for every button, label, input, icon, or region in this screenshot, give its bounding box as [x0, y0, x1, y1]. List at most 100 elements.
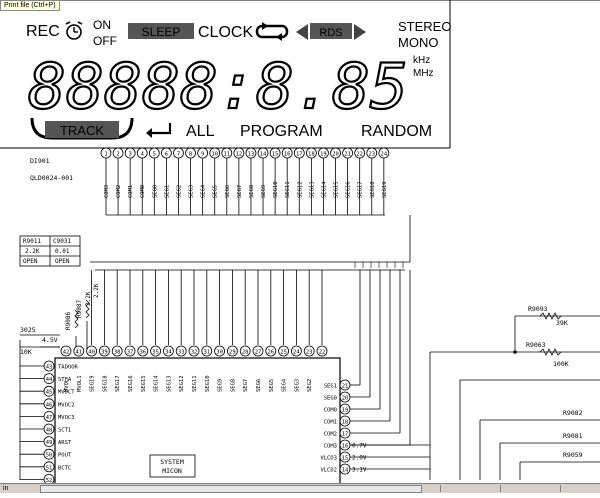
mcu-pin-number: 42: [63, 350, 70, 356]
rec-label: REC: [26, 23, 60, 40]
mcu-pin-label: SEG2: [307, 379, 313, 392]
module-pin-label: SEG14: [321, 181, 327, 198]
mcu-pin-label: COM3: [324, 444, 337, 450]
mcu-pin-label: SCT1: [58, 428, 71, 434]
mcu-pin: [188, 345, 200, 357]
ref-r9059: R9059: [563, 451, 583, 459]
table-header-r9011: R9011: [23, 238, 41, 245]
mcu-pin-number: 14: [342, 468, 349, 474]
mcu-pin: [124, 345, 136, 357]
mcu-pin-number: 18: [342, 420, 349, 426]
status-separator: [560, 485, 561, 492]
mcu-pin-label: SEG17: [115, 375, 121, 392]
module-pin-number: 21: [344, 152, 351, 158]
module-pin-number: 19: [320, 152, 327, 158]
module-pin-number: 14: [260, 152, 267, 158]
module-pin-number: 7: [177, 152, 180, 158]
mcu-pin: [99, 345, 110, 357]
module-pin-number: 24: [381, 152, 388, 158]
mcu-pin-number: 46: [46, 402, 53, 408]
mcu-pin-label: SEG18: [102, 375, 108, 392]
module-pin-row: 1COM32COM23COM14COM05SEG06SEG17SEG28SEG3…: [100, 147, 390, 215]
table-state-r9011: OPEN: [23, 258, 38, 265]
left-components: 3025 4.5V 10K R9086 R9087 2.2K 2.2K: [20, 283, 100, 356]
sleep-label: SLEEP: [142, 25, 181, 39]
mono-label: MONO: [398, 35, 438, 50]
mcu-pin-label: POUT: [58, 453, 72, 459]
module-pin-number: 11: [223, 152, 230, 158]
table-value-r9011: 2.2K: [25, 248, 40, 255]
mcu-pin-number: 51: [46, 465, 53, 471]
horizontal-scrollbar[interactable]: [40, 485, 422, 493]
module-pin-number: 1: [104, 152, 107, 158]
mcu-pin-number: 37: [127, 350, 134, 356]
status-separator: [500, 485, 501, 492]
mcu-pin: [73, 345, 85, 357]
status-bar: in: [0, 483, 600, 493]
return-arrow-icon: [146, 123, 172, 138]
mcu-pin-label: COM0: [324, 408, 337, 414]
repeat-arrows-icon: [255, 22, 289, 41]
module-pin-label: SEG6: [225, 185, 231, 198]
module-pin-number: 4: [141, 152, 145, 158]
module-pin-label: SEG15: [334, 181, 340, 198]
lcd-display: REC ON OFF SLEEP CLOCK RDS STEREO MONO 8…: [0, 0, 600, 149]
table-state-c9031: OPEN: [55, 258, 70, 265]
ref-r9063: R9063: [526, 341, 546, 349]
module-pin-label: COM0: [140, 185, 146, 198]
module-pin-label: SEG10: [273, 181, 279, 198]
mcu-pin-label: SEG4: [282, 378, 288, 392]
module-pin-label: SEG13: [309, 181, 315, 198]
mcu-pin: [175, 345, 187, 357]
mcu-pin-label: MVOL1: [77, 375, 83, 392]
mcu-pin: [278, 345, 290, 357]
mcu-pin-label: BCTC: [58, 465, 71, 471]
mcu-pin-voltage: 3.1V: [352, 467, 367, 474]
val-r9093: 39K: [556, 319, 568, 327]
module-pin-number: 5: [153, 152, 156, 158]
mcu-pin-number: 16: [342, 444, 349, 450]
module-pin-number: 23: [368, 152, 375, 158]
module-pin-label: SEG17: [358, 181, 364, 198]
mcu-pin-label: SEG13: [166, 375, 172, 392]
module-pin-number: 16: [284, 152, 291, 158]
on-label: ON: [93, 18, 111, 32]
module-pin-label: SEG1: [164, 185, 170, 198]
mcu-pin-label: MVOCT: [58, 390, 75, 396]
mcu-pin-label: SEG9: [218, 379, 224, 392]
mcu-pin: [290, 345, 302, 357]
mcu-pin-number: 27: [255, 350, 262, 356]
module-pin-number: 18: [308, 152, 315, 158]
mcu-pin-label: SEG15: [141, 375, 147, 392]
mcu-pin-label: MVOC3: [58, 415, 75, 421]
mcu-pin-number: 15: [342, 456, 349, 462]
mcu-pin-label: SEG11: [192, 375, 198, 392]
val-r9086: 2.2K: [93, 283, 100, 298]
mcu-pin-number: 41: [75, 350, 82, 356]
module-pin-number: 15: [272, 152, 279, 158]
ref-r9086: R9086: [65, 312, 72, 330]
mcu-pin-label: MVOL: [64, 378, 70, 392]
mcu-pin-label: SEG12: [179, 375, 185, 392]
module-pin-label: COM2: [116, 185, 122, 198]
khz-label: kHz: [413, 55, 430, 66]
mcu-pin-number: 21: [342, 384, 349, 390]
mcu-pin-label: MVOC2: [58, 402, 75, 408]
ref-r9087: R9087: [76, 300, 83, 318]
track-label: TRACK: [60, 123, 104, 138]
mcu-pin: [226, 345, 238, 357]
resistor-table: R9011 C9031 2.2K 0.01 OPEN OPEN: [19, 235, 81, 267]
mcu-pin-label: STFA: [58, 377, 72, 383]
mcu-pin: [265, 345, 277, 357]
mcu-pin-number: 17: [342, 432, 349, 438]
module-pin-label: SEG7: [237, 185, 243, 198]
mcu-pin-number: 22: [319, 350, 326, 356]
mcu-pin-number: 52: [46, 478, 53, 484]
mcu-pin-label: SEG8: [230, 379, 236, 392]
mcu-pin-number: 28: [242, 350, 249, 356]
mcu-pin-number: 29: [229, 350, 236, 356]
table-value-c9031: 0.01: [55, 248, 70, 255]
mcu-pin-number: 50: [46, 453, 53, 459]
